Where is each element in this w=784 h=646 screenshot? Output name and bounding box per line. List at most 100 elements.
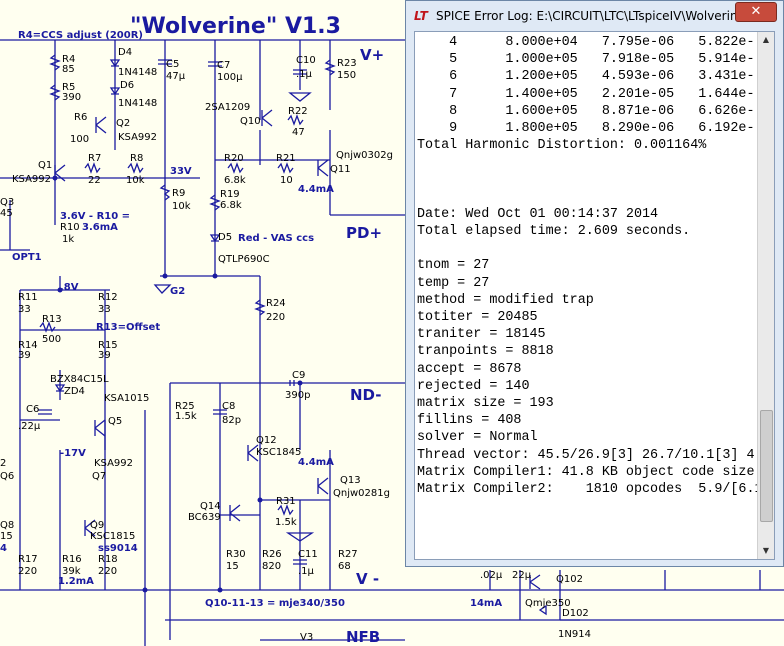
label-q14-value: BC639 — [188, 512, 221, 523]
label-r9: R9 — [172, 188, 185, 199]
label-r10-value: 1k — [62, 234, 74, 245]
log-line: Matrix Compiler2: 1810 opcodes 5.9/[6.1 — [417, 481, 757, 497]
ltspice-app-icon: LT — [414, 9, 428, 23]
log-line: temp = 27 — [417, 275, 490, 291]
label-q12: Q12 — [256, 435, 277, 446]
label-r20: R20 — [224, 153, 244, 164]
log-line: 5 1.000e+05 7.918e-05 5.914e- — [417, 52, 755, 68]
label-r6-value: 100 — [70, 134, 89, 145]
log-line: Matrix Compiler1: 41.8 KB object code si… — [417, 464, 755, 480]
label-r11-value: 33 — [18, 304, 31, 315]
note-ss9014: ss9014 — [98, 543, 138, 554]
log-line: tnom = 27 — [417, 258, 490, 274]
label-zd4: ZD4 — [64, 386, 85, 397]
label-r12: R12 — [98, 292, 118, 303]
label-r23: R23 — [337, 58, 357, 69]
label-r9-value: 10k — [172, 201, 191, 212]
scroll-down-arrow-icon[interactable]: ▼ — [762, 546, 770, 555]
note-4-4ma-b: 4.4mA — [298, 457, 334, 468]
log-line: tranpoints = 8818 — [417, 344, 554, 360]
label-r30-value: 15 — [226, 561, 239, 572]
label-r19: R19 — [220, 189, 240, 200]
label-r25-value: 1.5k — [175, 411, 197, 422]
window-title: SPICE Error Log: E:\CIRCUIT\LTC\LTspiceI… — [436, 9, 736, 23]
label-node-4: 4 — [0, 543, 7, 554]
label-q1: Q1 — [38, 160, 52, 171]
log-line: solver = Normal — [417, 430, 538, 446]
label-q102-value: Qmje350 — [525, 598, 571, 609]
label-r30: R30 — [226, 549, 246, 560]
note-4-4ma-a: 4.4mA — [298, 184, 334, 195]
note-33v: 33V — [170, 166, 192, 177]
log-line: Total elapsed time: 2.609 seconds. — [417, 224, 691, 240]
label-c10: C10 — [296, 55, 316, 66]
label-d6: D6 — [120, 80, 134, 91]
vertical-scrollbar[interactable]: ▲ ▼ — [757, 32, 774, 559]
net-vminus: V - — [356, 570, 379, 588]
label-d6-value: 1N4148 — [118, 98, 157, 109]
label-c10-value: .1µ — [296, 69, 313, 80]
label-r5: R5 — [62, 82, 75, 93]
label-q9: Q9 — [90, 520, 104, 531]
label-q10: Q10 — [240, 116, 261, 127]
note-r4: R4=CCS adjust (200R) — [18, 30, 143, 41]
label-q7: Q7 — [92, 471, 106, 482]
log-line — [417, 532, 757, 549]
log-line: 6 1.200e+05 4.593e-06 3.431e- — [417, 69, 755, 85]
log-line — [417, 240, 757, 257]
label-r24-value: 220 — [266, 312, 285, 323]
window-titlebar[interactable]: LT SPICE Error Log: E:\CIRCUIT\LTC\LTspi… — [406, 1, 783, 31]
scrollbar-thumb[interactable] — [760, 410, 773, 522]
label-q5: Q5 — [108, 416, 122, 427]
log-text-area[interactable]: 4 8.000e+04 7.795e-06 5.822e- 5 1.000e+0… — [414, 31, 775, 560]
label-q2-value: KSA992 — [118, 132, 157, 143]
label-r11: R11 — [18, 292, 38, 303]
log-line: rejected = 140 — [417, 378, 530, 394]
label-r24: R24 — [266, 298, 286, 309]
net-g2: G2 — [170, 286, 185, 297]
log-line: Date: Wed Oct 01 00:14:37 2014 — [417, 206, 659, 222]
label-r26-value: 820 — [262, 561, 281, 572]
label-r18-value: 220 — [98, 566, 117, 577]
label-r7: R7 — [88, 153, 101, 164]
label-r27: R27 — [338, 549, 358, 560]
log-line: totiter = 20485 — [417, 310, 538, 325]
label-q1-value: KSA992 — [12, 174, 51, 185]
log-line — [417, 515, 757, 532]
log-line — [417, 172, 757, 189]
label-r22: R22 — [288, 106, 308, 117]
label-q2: Q2 — [116, 118, 130, 129]
label-r13-value: 500 — [42, 334, 61, 345]
note-14ma: 14mA — [470, 598, 502, 609]
label-q10-type: 2SA1209 — [205, 102, 250, 113]
scroll-up-arrow-icon[interactable]: ▲ — [762, 35, 770, 44]
label-r18: R18 — [98, 554, 118, 565]
label-r6: R6 — [74, 112, 87, 123]
log-line: fillins = 408 — [417, 413, 522, 429]
log-line: method = modified trap — [417, 292, 594, 308]
log-line — [417, 498, 757, 515]
label-c8: C8 — [222, 401, 235, 412]
label-r15: R15 — [98, 340, 118, 351]
note-17v: -17V — [60, 448, 86, 459]
log-line: Thread vector: 45.5/26.9[3] 26.7/10.1[3]… — [417, 447, 755, 463]
note-1-2ma: 1.2mA — [58, 576, 94, 587]
net-vplus: V+ — [360, 46, 384, 64]
label-r22-value: 47 — [292, 127, 305, 138]
close-button[interactable]: ✕ — [735, 2, 777, 22]
label-q9-value: KSC1815 — [90, 531, 135, 542]
note-v3: V3 — [300, 632, 313, 643]
label-d102: D102 — [562, 608, 589, 619]
note-red-vas: Red - VAS ccs — [238, 233, 314, 244]
label-zd4-type: BZX84C15L — [50, 374, 109, 385]
spice-error-log-window[interactable]: LT SPICE Error Log: E:\CIRCUIT\LTC\LTspi… — [405, 0, 784, 567]
label-r8: R8 — [130, 153, 143, 164]
label-r27-value: 68 — [338, 561, 351, 572]
label-q3: Q3 — [0, 197, 14, 208]
label-r21: R21 — [276, 153, 296, 164]
log-line: 4 8.000e+04 7.795e-06 5.822e- — [417, 35, 755, 50]
log-line — [417, 154, 757, 171]
log-line — [417, 550, 757, 559]
label-d102-value: 1N914 — [558, 629, 591, 640]
